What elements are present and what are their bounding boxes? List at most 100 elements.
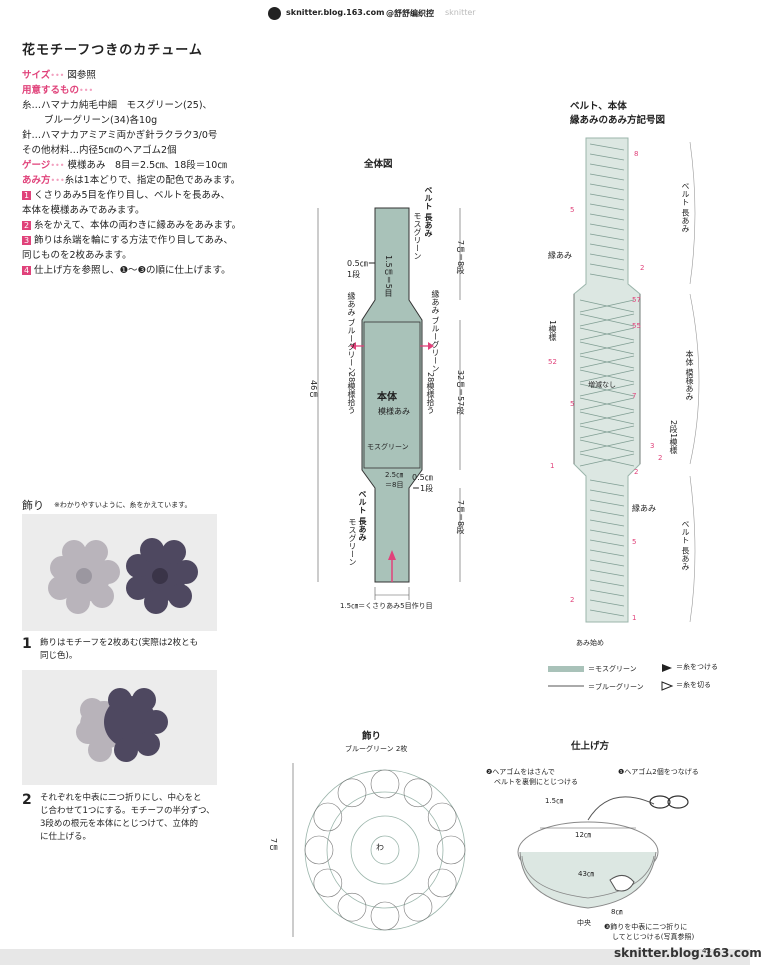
chart-row-number: 8 xyxy=(634,150,639,158)
chart-belt-top: ベルト 長あみ xyxy=(681,182,690,233)
chart-edge-left: 縁あみ xyxy=(548,251,572,260)
legend-blue: ＝ブルーグリーン xyxy=(588,683,644,691)
method-step: 本体を模様あみであみます。 xyxy=(22,203,292,218)
footer-bar xyxy=(0,949,750,965)
flower-title: 飾り xyxy=(362,731,382,742)
chart-row-number: 5 xyxy=(570,400,575,408)
size-value: 図参照 xyxy=(67,70,96,81)
page-number: 43 xyxy=(702,947,711,955)
step-number-badge: 1 xyxy=(22,191,31,200)
page-title: 花モチーフつきのカチューム xyxy=(22,43,203,58)
flower-subtitle: ブルーグリーン 2枚 xyxy=(345,745,408,753)
step-number-badge: 2 xyxy=(22,221,31,230)
overall-edge-right: 縁あみ ブルーグリーン xyxy=(431,290,440,373)
flower-dim: 7㎝ xyxy=(269,838,278,852)
chart-belt-bottom: ベルト 長あみ xyxy=(681,520,690,571)
chart-title2: 縁あみのあみ方記号図 xyxy=(570,115,666,126)
caption2-line2: じ合わせて1つにする。モチーフの半分ずつ、 xyxy=(40,806,215,816)
header-watermark: sknitter xyxy=(445,8,476,17)
overall-diagram xyxy=(317,207,461,600)
caption2-line1: それぞれを中表に二つ折りにし、中心をと xyxy=(40,793,202,803)
yarn-line1: 糸…ハマナカ純毛中細 モスグリーン(25)、 xyxy=(22,100,213,111)
step-text: くさりあみ5目を作り目し、ベルトを長あみ、 xyxy=(34,190,231,201)
step-text: 仕上げ方を参照し、❶〜❸の順に仕上げます。 xyxy=(34,265,231,276)
attach-yarn-icon xyxy=(662,664,672,672)
overall-total: 46㎝ xyxy=(309,380,318,399)
decoration-label: 飾り xyxy=(22,499,44,512)
caption2-line3: 3段めの根元を本体にとじつけて、立体的 xyxy=(40,819,198,829)
caption1: 飾りはモチーフを2枚あむ(実際は2枚とも 同じ色)。 xyxy=(40,637,230,663)
overall-pick-left: 28模様拾う xyxy=(347,372,356,415)
chart-row-number: 52 xyxy=(548,358,557,366)
step-number-badge: 4 xyxy=(22,266,31,275)
chart-no-increase: 増減なし xyxy=(588,381,616,389)
step-text: 同じものを2枚あみます。 xyxy=(22,250,132,261)
caption1-number: 1 xyxy=(22,636,32,652)
footer-blog: sknitter.blog.163.com xyxy=(614,946,762,960)
chart-row-number: 5 xyxy=(570,206,575,214)
chart-row-number: 2 xyxy=(640,264,645,272)
legend-lines xyxy=(548,664,674,691)
finish-d12: 12㎝ xyxy=(575,831,591,839)
chart-row-number: 2 xyxy=(634,468,639,476)
chart-row-number: 1 xyxy=(550,462,555,470)
chart-row-number: 55 xyxy=(632,322,641,330)
symbol-chart xyxy=(573,137,700,623)
photo-two-motifs xyxy=(22,514,217,631)
cut-yarn-icon xyxy=(661,681,674,691)
overall-w05b: 0.5㎝＝1段 xyxy=(412,473,434,493)
finish-step2: ❷ヘアゴムをはさんで ベルトを裏側にとじつける xyxy=(486,767,578,787)
chart-edge-bottom: 縁あみ xyxy=(632,504,656,513)
overall-edge-left: 縁あみ ブルーグリーン xyxy=(347,292,356,375)
pattern-text: サイズ••• 図参照 用意するもの••• 糸…ハマナカ純毛中細 モスグリーン(2… xyxy=(22,68,292,278)
header-site: sknitter.blog.163.com xyxy=(286,8,385,17)
chart-title1: ベルト、本体 xyxy=(570,101,627,112)
overall-title: 全体図 xyxy=(364,159,393,170)
finish-title: 仕上げ方 xyxy=(571,741,610,752)
step-number-badge: 3 xyxy=(22,236,31,245)
header-avatar-icon xyxy=(268,7,281,20)
finish-d43: 43㎝ xyxy=(578,870,594,878)
caption1-line2: 同じ色)。 xyxy=(40,651,78,661)
chart-repeat: 2段1模様 xyxy=(669,420,678,455)
photo-assembled-flower xyxy=(22,670,217,785)
overall-dim-bottom: 7㎝＝8段 xyxy=(456,500,465,535)
caption1-line1: 飾りはモチーフを2枚あむ(実際は2枚とも xyxy=(40,638,199,648)
method-intro: 糸は1本どりで、指定の配色であみます。 xyxy=(64,175,241,186)
finish-step2-line2: ベルトを裏側にとじつける xyxy=(494,778,578,786)
finish-step2-line1: ❷ヘアゴムをはさんで xyxy=(486,768,555,776)
step-text: 本体を模様あみであみます。 xyxy=(22,205,145,216)
method-step: 同じものを2枚あみます。 xyxy=(22,248,292,263)
finish-step3: ❸飾りを中表に二つ折りに してとじつける(写真参照) xyxy=(604,922,694,942)
finish-diagram xyxy=(517,795,689,909)
finish-d8: 8㎝ xyxy=(611,908,623,916)
chart-row-number: 2 xyxy=(570,596,575,604)
chart-row-number: 7 xyxy=(632,392,637,400)
needle-line: 針…ハマナカアミアミ両かぎ針ラクラク3/0号 xyxy=(22,130,218,141)
overall-belt-bottom-color: モスグリーン xyxy=(348,518,357,566)
overall-belt-bottom: ベルト 長あみ xyxy=(358,490,367,541)
caption2-line4: に仕上げる。 xyxy=(40,832,92,842)
chart-row-number: 3 xyxy=(650,442,655,450)
overall-pick-right: 28模様拾う xyxy=(426,372,435,415)
finish-step1: ❶ヘアゴム2個をつなげる xyxy=(618,768,699,776)
chart-start: あみ始め xyxy=(576,639,604,647)
gauge-label: ゲージ xyxy=(22,160,51,171)
overall-belt-top: ベルト 長あみ xyxy=(424,186,433,237)
chart-row-number: 5 xyxy=(632,538,637,546)
overall-body: 本体 xyxy=(377,392,397,403)
flower-chart xyxy=(292,763,466,937)
legend-cut: ＝糸を切る xyxy=(676,681,711,689)
chart-row-number: 57 xyxy=(632,296,641,304)
overall-dim-mid: 32㎝＝57段 xyxy=(456,370,465,415)
legend-attach: ＝糸をつける xyxy=(676,663,718,671)
decoration-note: ※わかりやすいように、糸をかえています。 xyxy=(54,501,192,509)
other-line: その他材料…内径5㎝のヘアゴム2個 xyxy=(22,145,177,156)
assembled-flower-image xyxy=(76,688,168,762)
chart-row-number: 1 xyxy=(632,614,637,622)
method-label: あみ方 xyxy=(22,175,51,186)
chart-one-pattern: 1模様 xyxy=(548,320,557,342)
